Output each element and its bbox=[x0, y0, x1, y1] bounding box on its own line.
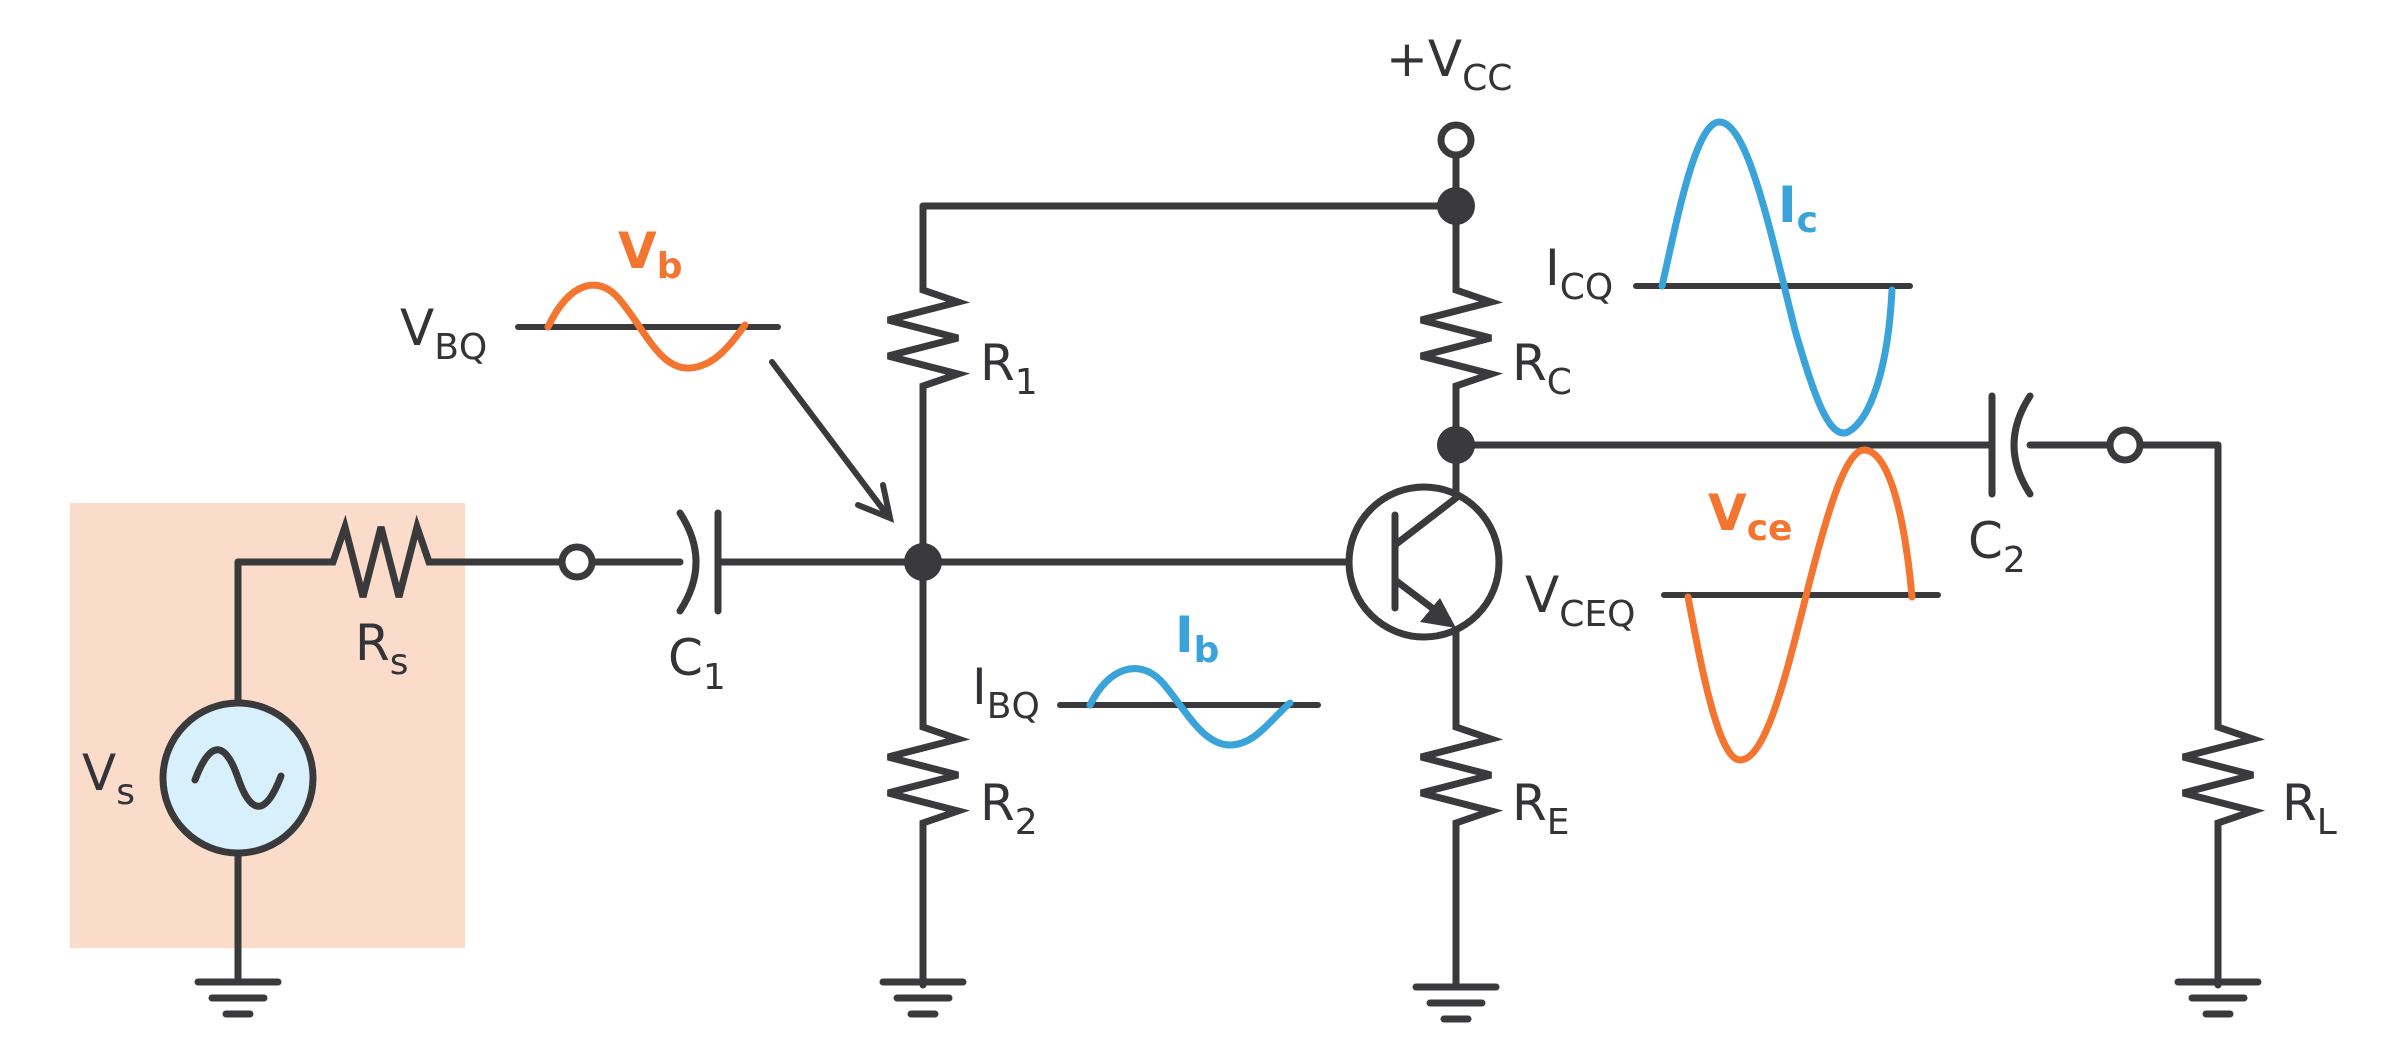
svg-text:+VCC: +VCC bbox=[1386, 30, 1512, 99]
label-vcc: +VCC bbox=[1386, 30, 1512, 99]
resistor-rc bbox=[1420, 279, 1504, 399]
label-r2: R2 bbox=[980, 774, 1038, 843]
input-terminal bbox=[558, 543, 596, 581]
svg-text:Vb: Vb bbox=[618, 222, 682, 287]
resistor-r2 bbox=[887, 716, 971, 836]
ground-icon bbox=[1412, 983, 1500, 1023]
label-vbq: VBQ bbox=[400, 299, 487, 368]
ground-icon bbox=[194, 978, 282, 1018]
svg-text:C1: C1 bbox=[668, 629, 726, 698]
junction-top bbox=[1437, 187, 1475, 225]
resistor-rl bbox=[2182, 716, 2266, 836]
vb-arrow bbox=[769, 359, 895, 523]
junction-base bbox=[904, 543, 942, 581]
svg-text:Vce: Vce bbox=[1708, 484, 1792, 549]
capacitor-c2 bbox=[1988, 392, 2034, 498]
label-ibq: IBQ bbox=[972, 658, 1040, 727]
ground-icon bbox=[2174, 978, 2262, 1018]
output-terminal bbox=[2106, 426, 2144, 464]
resistor-re bbox=[1420, 716, 1504, 836]
label-vce: Vce bbox=[1708, 484, 1792, 549]
svg-text:RC: RC bbox=[1512, 334, 1572, 403]
label-re: RE bbox=[1512, 774, 1570, 843]
label-icq: ICQ bbox=[1545, 239, 1613, 308]
label-ib: Ib bbox=[1175, 606, 1219, 671]
label-r1: R1 bbox=[980, 334, 1038, 403]
ground-icon bbox=[879, 978, 967, 1018]
label-vceq: VCEQ bbox=[1525, 566, 1635, 635]
svg-text:R2: R2 bbox=[980, 774, 1038, 843]
npn-transistor-icon bbox=[1345, 483, 1503, 641]
svg-text:Ib: Ib bbox=[1175, 606, 1219, 671]
ic-waveform bbox=[1633, 118, 1913, 437]
label-rs: Rs bbox=[355, 614, 409, 683]
vcc-terminal bbox=[1437, 121, 1475, 159]
svg-text:VCEQ: VCEQ bbox=[1525, 566, 1635, 635]
resistor-r1 bbox=[887, 279, 971, 399]
svg-text:IBQ: IBQ bbox=[972, 658, 1040, 727]
capacitor-c1 bbox=[676, 509, 722, 615]
ib-waveform bbox=[1057, 665, 1321, 749]
svg-text:Ic: Ic bbox=[1778, 176, 1818, 241]
svg-text:ICQ: ICQ bbox=[1545, 239, 1613, 308]
label-c1: C1 bbox=[668, 629, 726, 698]
svg-text:Rs: Rs bbox=[355, 614, 409, 683]
svg-text:R1: R1 bbox=[980, 334, 1038, 403]
vb-waveform bbox=[515, 281, 781, 372]
svg-text:VBQ: VBQ bbox=[400, 299, 487, 368]
svg-text:RE: RE bbox=[1512, 774, 1570, 843]
sine-source-icon bbox=[159, 699, 317, 857]
label-vb: Vb bbox=[618, 222, 682, 287]
wires bbox=[234, 151, 2222, 989]
label-ic: Ic bbox=[1778, 176, 1818, 241]
svg-text:Vs: Vs bbox=[82, 744, 135, 813]
label-rc: RC bbox=[1512, 334, 1572, 403]
junction-collector bbox=[1437, 426, 1475, 464]
vce-waveform bbox=[1661, 446, 1941, 764]
label-rl: RL bbox=[2282, 774, 2337, 843]
svg-text:C2: C2 bbox=[1968, 512, 2026, 581]
resistor-rs bbox=[321, 514, 445, 598]
svg-text:RL: RL bbox=[2282, 774, 2337, 843]
label-vs: Vs bbox=[82, 744, 135, 813]
label-c2: C2 bbox=[1968, 512, 2026, 581]
